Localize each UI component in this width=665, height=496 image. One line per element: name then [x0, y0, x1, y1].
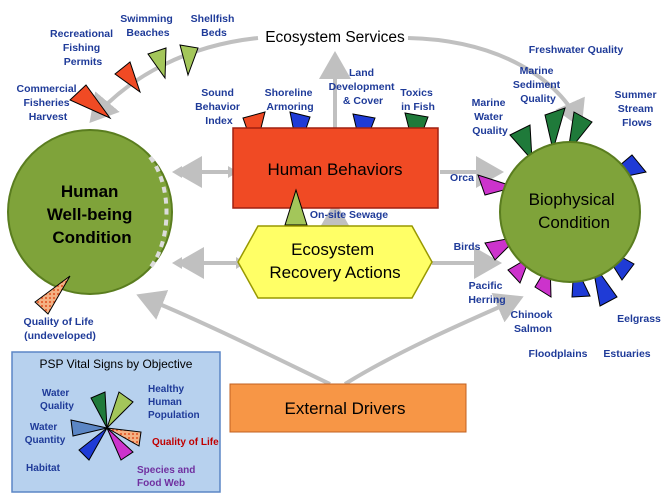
label-land-development: Land Development & Cover: [329, 67, 398, 107]
ecosystem-services-title: Ecosystem Services: [265, 29, 405, 46]
spike-freshwater: [544, 107, 566, 151]
label-eelgrass: Eelgrass: [617, 313, 661, 325]
arrow-drivers-to-wellbeing: [136, 290, 331, 386]
label-shoreline-armoring: Shoreline Armoring: [265, 87, 316, 113]
label-swimming-beaches: Swimming Beaches: [120, 13, 175, 39]
wellbeing-dotted-arc: [148, 155, 169, 270]
label-summer-stream: Summer Stream Flows: [615, 89, 660, 129]
label-sound-behavior: Sound Behavior Index: [195, 87, 243, 127]
label-onsite-sewage: On-site Sewage: [310, 209, 388, 221]
label-pacific-herring: Pacific Herring: [468, 280, 505, 306]
arrow-drivers-to-biophysical: [343, 293, 524, 386]
human-wellbeing-circle: [7, 129, 173, 295]
legend-quality-of-life: Quality of Life: [152, 437, 219, 448]
spike-commercial-fisheries: [69, 84, 112, 120]
legend-water-quality: Water Quality: [40, 388, 74, 412]
spike-onsite-sewage: [284, 188, 308, 226]
label-marine-water: Marine Water Quality: [472, 97, 509, 137]
label-quality-of-life: Quality of Life (undeveloped): [24, 316, 97, 342]
label-freshwater-quality: Freshwater Quality: [529, 44, 624, 56]
label-estuaries: Estuaries: [603, 348, 650, 360]
spike-orca: [477, 174, 517, 196]
legend-species: Species and Food Web: [137, 465, 198, 489]
label-recreational-fishing: Recreational Fishing Permits: [50, 28, 116, 68]
legend-wedge-healthy-human: [106, 391, 134, 429]
label-orca: Orca: [450, 172, 474, 184]
legend-pinwheel: [70, 391, 142, 461]
legend-wedge-quality-of-life: [106, 427, 142, 447]
legend-healthy-human: Healthy Human Population: [148, 384, 200, 421]
legend-wedge-species: [106, 427, 134, 461]
service-spikes: [69, 44, 199, 120]
legend-title: PSP Vital Signs by Objective: [40, 357, 193, 371]
wellbeing-title: Human Well-being Condition: [47, 182, 137, 247]
spike-quality-of-life: [34, 275, 71, 315]
label-marine-sediment: Marine Sediment Quality: [513, 65, 563, 105]
spike-marine-water: [509, 124, 533, 162]
label-commercial-fisheries: Commercial Fisheries Harvest: [16, 83, 79, 123]
legend-wedge-habitat: [78, 427, 108, 461]
label-floodplains: Floodplains: [529, 348, 588, 360]
legend-habitat: Habitat: [26, 463, 61, 474]
connector-arrows: [89, 36, 585, 386]
external-drivers-title: External Drivers: [285, 399, 406, 418]
recovery-actions-hexagon: [237, 225, 433, 299]
biophysical-title: Biophysical Condition: [529, 190, 620, 232]
label-toxics-in-fish: Toxics in Fish: [400, 87, 435, 113]
legend-box: [11, 351, 221, 493]
label-shellfish-beds: Shellfish Beds: [191, 13, 238, 39]
arrow-services-to-biophysical: [407, 36, 585, 129]
human-behaviors-title: Human Behaviors: [267, 160, 402, 179]
legend-water-quantity: Water Quantity: [25, 422, 66, 446]
label-chinook-salmon: Chinook Salmon: [511, 309, 556, 335]
legend-wedge-water-quality: [90, 391, 108, 429]
spike-shellfish-beds: [179, 44, 199, 77]
spike-recreational-fishing: [114, 61, 141, 94]
legend: PSP Vital Signs by Objective Water Quali…: [11, 351, 221, 493]
spike-swimming-beaches: [147, 47, 167, 80]
label-birds: Birds: [454, 241, 481, 253]
external-drivers-box: [229, 383, 467, 433]
human-behaviors-box: [232, 127, 439, 209]
legend-wedge-water-quantity: [70, 419, 108, 437]
biophysical-circle: [499, 141, 641, 283]
recovery-actions-title: Ecosystem Recovery Actions: [269, 240, 400, 282]
